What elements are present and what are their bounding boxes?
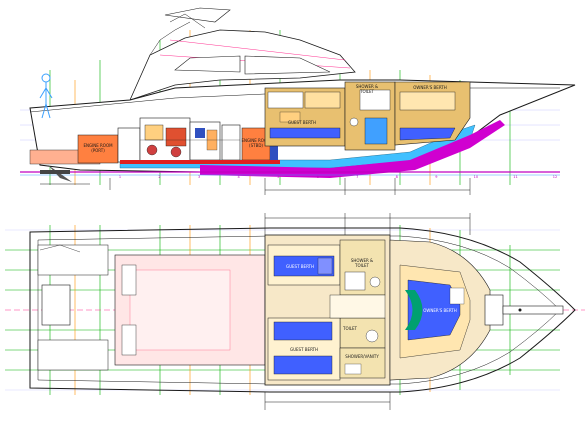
station-tick-label: 2 <box>158 175 160 179</box>
station-tick-label: 10 <box>474 175 478 179</box>
guest-berth-profile-label: GUEST BERTH <box>288 120 316 125</box>
station-tick-label: 1 <box>119 175 121 179</box>
profile-view: ENGINE ROOM(PORT) ENGINE ROOM(STBD) GUES… <box>20 7 576 195</box>
owners-berth-plan-label: OWNER'S BERTH <box>423 308 457 313</box>
shower-toilet-profile-label: SHOWER &TOILET <box>356 84 378 94</box>
shower-toilet-plan-label: SHOWER &TOILET <box>351 258 373 268</box>
guest-berth-upper-label: GUEST BERTH <box>286 264 314 269</box>
station-tick-label: 3 <box>198 175 200 179</box>
swim-platform <box>37 244 109 276</box>
person-figure-icon <box>39 73 53 119</box>
station-tick-label: 6 <box>317 175 319 179</box>
hull-plan-outline <box>29 227 576 393</box>
engine-room-port <box>77 134 119 164</box>
engine-room-stbd-label: ENGINE ROOM(STBD) <box>241 138 271 148</box>
station-tick-label: 12 <box>553 175 557 179</box>
plan-view: GUEST BERTH SHOWER &TOILET OWNER'S BERTH… <box>5 213 585 410</box>
shower-vanity-plan-label: SHOWER/VANITY <box>345 354 379 359</box>
toilet-plan <box>339 317 386 349</box>
machinery <box>117 117 241 163</box>
bow-locker <box>484 294 504 326</box>
station-tick-label: 8 <box>396 175 398 179</box>
engine-room-port-label: ENGINE ROOM(PORT) <box>83 143 113 153</box>
station-tick-label: 9 <box>435 175 437 179</box>
station-tick-label: 11 <box>513 175 517 179</box>
station-tick-label: 5 <box>277 175 279 179</box>
toilet-plan-label: TOILET <box>342 326 358 331</box>
guest-berth-lower-label: GUEST BERTH <box>290 347 318 352</box>
station-tick-label: 7 <box>356 175 358 179</box>
boot-stripe <box>200 120 505 178</box>
owners-berth-profile-label: OWNER'S BERTH <box>413 85 447 90</box>
station-tick-label: 4 <box>237 175 240 179</box>
